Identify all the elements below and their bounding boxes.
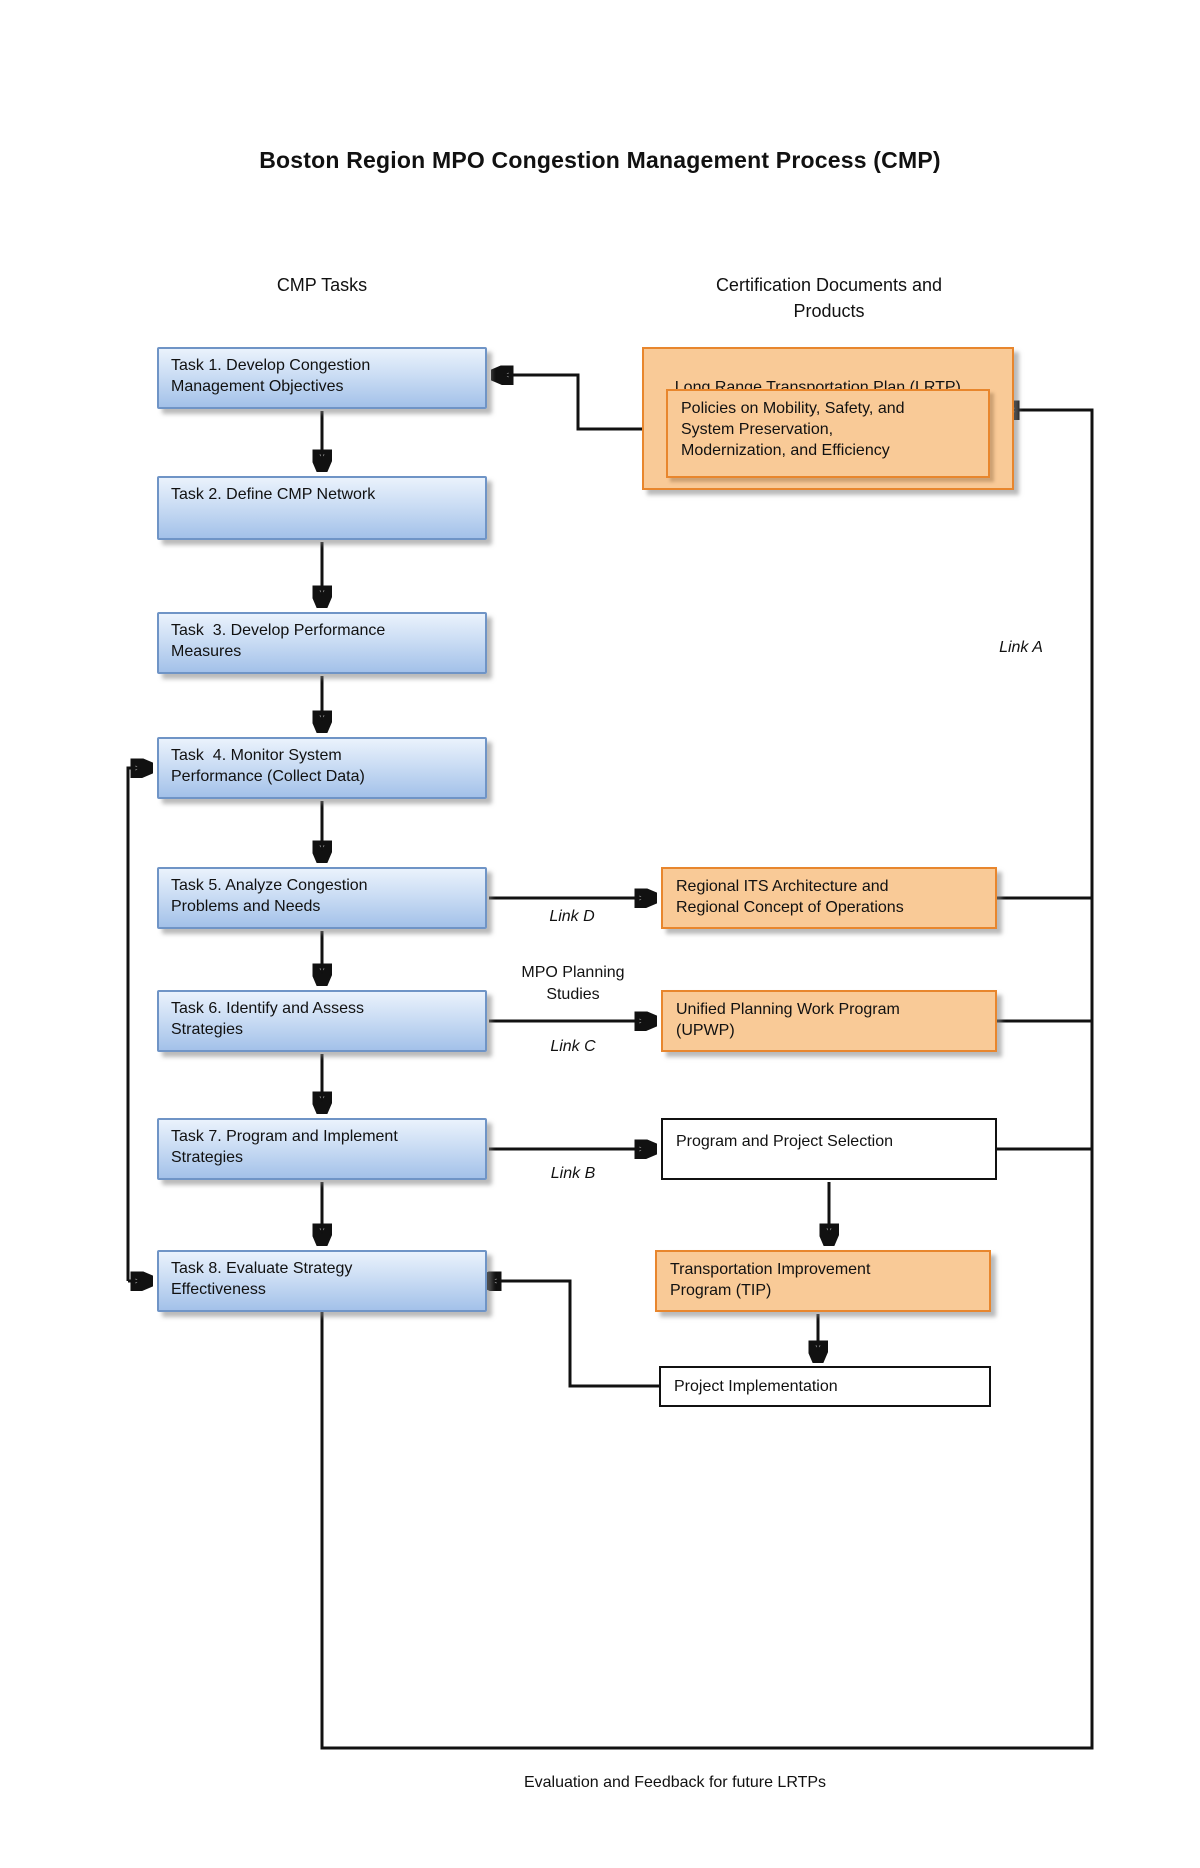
label-link-c: Link C [550, 1038, 596, 1055]
upwp-box: Unified Planning Work Program (UPWP) [661, 990, 997, 1052]
task-4-box: Task 4. Monitor System Performance (Coll… [157, 737, 487, 799]
task-3-box: Task 3. Develop Performance Measures [157, 612, 487, 674]
project-implementation-box: Project Implementation [659, 1366, 991, 1407]
arrow-left-loop-task4 [126, 768, 150, 1281]
label-mpo-planning-studies: MPO Planning Studies [521, 964, 625, 1003]
feedback-loop-line [320, 410, 1094, 1750]
task-6-box: Task 6. Identify and Assess Strategies [157, 990, 487, 1052]
task-7-box: Task 7. Program and Implement Strategies [157, 1118, 487, 1180]
tip-box: Transportation Improvement Program (TIP) [655, 1250, 991, 1312]
task-5-box: Task 5. Analyze Congestion Problems and … [157, 867, 487, 929]
regional-its-box: Regional ITS Architecture and Regional C… [661, 867, 997, 929]
evaluation-feedback-note: Evaluation and Feedback for future LRTPs [523, 1774, 827, 1791]
arrow-lrtp-task1 [494, 375, 666, 431]
label-link-a: Link A [999, 639, 1043, 656]
column-header-cmp-tasks: CMP Tasks [276, 275, 368, 295]
label-link-b: Link B [550, 1165, 596, 1182]
task-2-box: Task 2. Define CMP Network [157, 476, 487, 540]
page-title: Boston Region MPO Congestion Management … [259, 147, 941, 173]
column-header-certification: Certification Documents and Products [715, 275, 943, 322]
program-selection-box: Program and Project Selection [661, 1118, 997, 1180]
task-8-box: Task 8. Evaluate Strategy Effectiveness [157, 1250, 487, 1312]
arrow-projectimpl-task8 [482, 1281, 661, 1388]
label-link-d: Link D [549, 908, 595, 925]
policies-box: Policies on Mobility, Safety, and System… [666, 389, 990, 478]
task-1-box: Task 1. Develop Congestion Management Ob… [157, 347, 487, 409]
